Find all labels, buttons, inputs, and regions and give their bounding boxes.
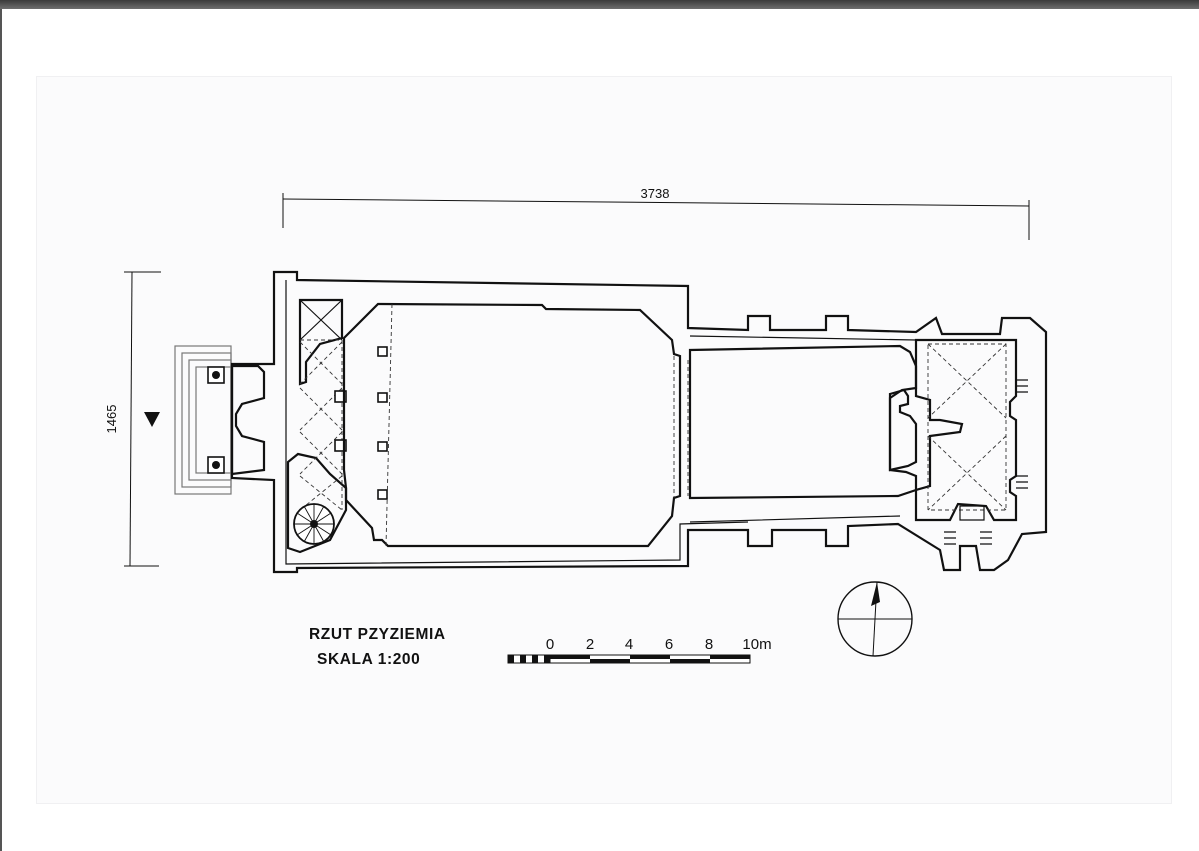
nave <box>342 302 689 548</box>
north-arrow-icon <box>837 581 913 657</box>
scale-label: 6 <box>664 636 674 653</box>
dimension-width-label: 1465 <box>104 405 119 434</box>
scan-top-edge <box>0 0 1199 9</box>
dimension-width: 1465 <box>104 271 161 567</box>
scale-bar <box>507 654 751 664</box>
scale-label: 4 <box>624 636 634 653</box>
dimension-length-label: 3738 <box>641 186 670 201</box>
sacristy <box>888 338 1028 545</box>
narthex <box>230 298 348 554</box>
scale-label: 8 <box>704 636 714 653</box>
entrance-triangle-icon <box>144 412 160 427</box>
outer-walls <box>230 270 1048 574</box>
scale-label: 0 <box>545 636 555 653</box>
pillars <box>207 346 388 500</box>
plan-scale-text: SKALA 1:200 <box>317 651 421 668</box>
drawing-sheet <box>36 76 1172 804</box>
scale-label: 2 <box>585 636 595 653</box>
scale-label: 10m <box>742 636 772 653</box>
scan-left-edge <box>0 9 2 851</box>
dimension-length: 3738 <box>282 186 1030 240</box>
chancel <box>688 344 918 500</box>
plan-title: RZUT PZYZIEMIA <box>309 626 446 643</box>
